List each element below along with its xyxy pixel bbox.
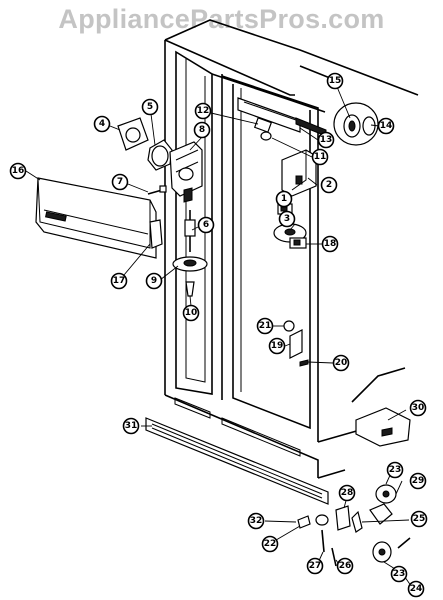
callout-32: 32: [247, 512, 265, 530]
svg-text:22: 22: [264, 539, 277, 549]
callout-6: 6: [197, 216, 215, 234]
svg-text:9: 9: [151, 276, 157, 286]
callout-2: 2: [320, 176, 338, 194]
callout-14: 14: [377, 117, 395, 135]
callout-1: 1: [275, 190, 293, 208]
svg-text:3: 3: [284, 214, 290, 224]
hinge-part: [351, 367, 411, 447]
callout-19: 19: [268, 337, 286, 355]
callout-31: 31: [122, 417, 140, 435]
kick-plate-part: [145, 417, 329, 505]
lower-bracket-part: [283, 320, 309, 367]
svg-text:7: 7: [117, 177, 123, 187]
svg-text:31: 31: [125, 421, 138, 431]
svg-text:11: 11: [314, 152, 327, 162]
rod-part: [147, 185, 167, 195]
callout-3: 3: [278, 210, 296, 228]
callout-16: 16: [9, 162, 27, 180]
svg-text:17: 17: [113, 276, 126, 286]
callout-7: 7: [111, 173, 129, 191]
callout-12: 12: [194, 102, 212, 120]
svg-text:23: 23: [393, 569, 406, 579]
callout-22: 22: [261, 535, 279, 553]
svg-text:15: 15: [329, 76, 342, 86]
shaft-and-disc-part: [172, 210, 208, 297]
svg-text:30: 30: [412, 403, 425, 413]
svg-text:19: 19: [271, 341, 284, 351]
bracket-part: [281, 149, 317, 197]
svg-text:4: 4: [99, 119, 105, 129]
callout-21: 21: [256, 317, 274, 335]
lower-hardware-parts: [297, 484, 411, 567]
callout-29: 29: [409, 472, 427, 490]
svg-text:29: 29: [412, 476, 425, 486]
connector-part: [289, 237, 307, 249]
svg-text:8: 8: [199, 125, 205, 135]
svg-text:18: 18: [324, 239, 337, 249]
svg-text:20: 20: [335, 358, 348, 368]
svg-text:14: 14: [380, 121, 393, 131]
callout-24: 24: [407, 580, 425, 598]
svg-text:26: 26: [339, 561, 352, 571]
callout-4: 4: [93, 115, 111, 133]
svg-text:21: 21: [259, 321, 272, 331]
damper-assembly: [117, 117, 203, 203]
callout-9: 9: [145, 272, 163, 290]
svg-text:25: 25: [413, 514, 426, 524]
svg-text:1: 1: [281, 194, 287, 204]
svg-text:6: 6: [203, 220, 209, 230]
svg-text:12: 12: [197, 106, 210, 116]
callout-23-lower: 23: [390, 565, 408, 583]
callout-17: 17: [110, 272, 128, 290]
watermark: AppliancePartsPros.com: [58, 4, 385, 34]
svg-text:13: 13: [320, 135, 333, 145]
svg-text:23: 23: [389, 465, 402, 475]
svg-text:5: 5: [147, 102, 153, 112]
callout-25: 25: [410, 510, 428, 528]
svg-text:24: 24: [410, 584, 423, 594]
callout-10: 10: [182, 304, 200, 322]
callout-28: 28: [338, 484, 356, 502]
callout-20: 20: [332, 354, 350, 372]
callout-8: 8: [193, 121, 211, 139]
callout-23-upper: 23: [386, 461, 404, 479]
callout-26: 26: [336, 557, 354, 575]
callout-13: 13: [317, 131, 335, 149]
callout-15: 15: [326, 72, 344, 90]
callout-30: 30: [409, 399, 427, 417]
svg-text:10: 10: [185, 308, 198, 318]
svg-text:16: 16: [12, 166, 25, 176]
bushing-part: [333, 102, 379, 146]
callout-markers: 1 2 3 4 5 6 7 8 9 10 11 12 13 14 15 16 1…: [9, 72, 428, 598]
svg-text:32: 32: [250, 516, 263, 526]
front-panel-part: [35, 177, 163, 259]
svg-text:28: 28: [341, 488, 354, 498]
callout-27: 27: [306, 557, 324, 575]
callout-11: 11: [311, 148, 329, 166]
cabinet-outline: [164, 19, 419, 479]
callout-5: 5: [141, 98, 159, 116]
control-housing-assembly: [237, 97, 327, 141]
svg-text:2: 2: [326, 180, 332, 190]
svg-text:27: 27: [309, 561, 322, 571]
callout-18: 18: [321, 235, 339, 253]
